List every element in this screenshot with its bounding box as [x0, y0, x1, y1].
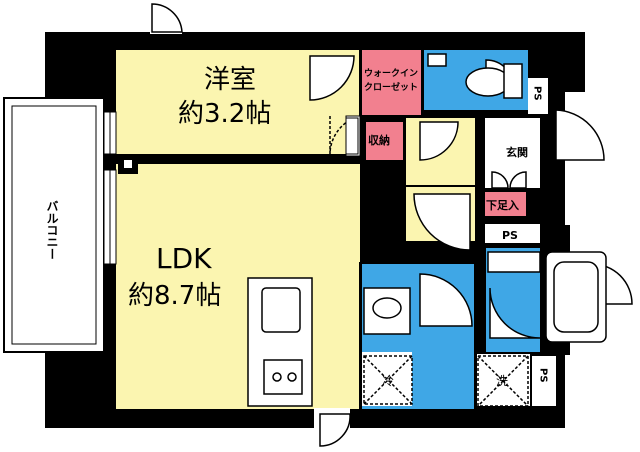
- ldk-floor: [116, 164, 360, 409]
- ldk-name: LDK: [156, 242, 212, 275]
- entrance-door: [555, 109, 605, 161]
- ps-middle-floor: [484, 224, 540, 244]
- ac-unit: [345, 117, 359, 155]
- top-door-arc: [151, 3, 183, 33]
- storage-label: 収納: [368, 133, 390, 147]
- fridge-label: 冷: [382, 374, 394, 388]
- ldk-door: [413, 193, 471, 251]
- western-room-door: [309, 55, 355, 101]
- kitchen-sink: [261, 287, 301, 333]
- ldk-size: 約8.7帖: [128, 281, 221, 311]
- bath-vanity: [487, 251, 541, 273]
- burner-2: [287, 372, 297, 382]
- walk-in-closet-label-1: ウォークイン: [364, 68, 418, 79]
- entrance-label: 玄関: [506, 145, 528, 159]
- washer-label: 洗: [496, 374, 508, 388]
- ps-bottom-label: PS: [538, 368, 549, 383]
- bottom-door: [319, 413, 351, 447]
- shoe-box-label: 下足入: [486, 199, 519, 212]
- toilet-tank: [503, 63, 523, 99]
- western-room-size: 約3.2帖: [178, 99, 271, 129]
- toilet-sink: [427, 53, 447, 67]
- ps-top-label: PS: [532, 86, 543, 101]
- walk-in-closet-floor: [362, 50, 422, 116]
- walk-in-closet-label-2: クローゼット: [364, 81, 418, 93]
- shoe-box-floor: [484, 192, 526, 216]
- hall-door: [419, 121, 459, 161]
- ps-bottom-floor: [532, 356, 556, 406]
- storage-door: [329, 116, 351, 157]
- ps-middle-label: PS: [502, 229, 518, 242]
- balcony: [3, 97, 138, 353]
- fixtures: [247, 53, 607, 407]
- burner-1: [272, 372, 282, 382]
- bathroom-door: [489, 287, 541, 339]
- ps-top-floor: [528, 78, 548, 114]
- western-room-name: 洋室: [204, 65, 256, 95]
- storage-floor: [366, 122, 404, 160]
- washroom-door: [419, 273, 473, 327]
- balcony-label: バルコニー: [45, 200, 59, 260]
